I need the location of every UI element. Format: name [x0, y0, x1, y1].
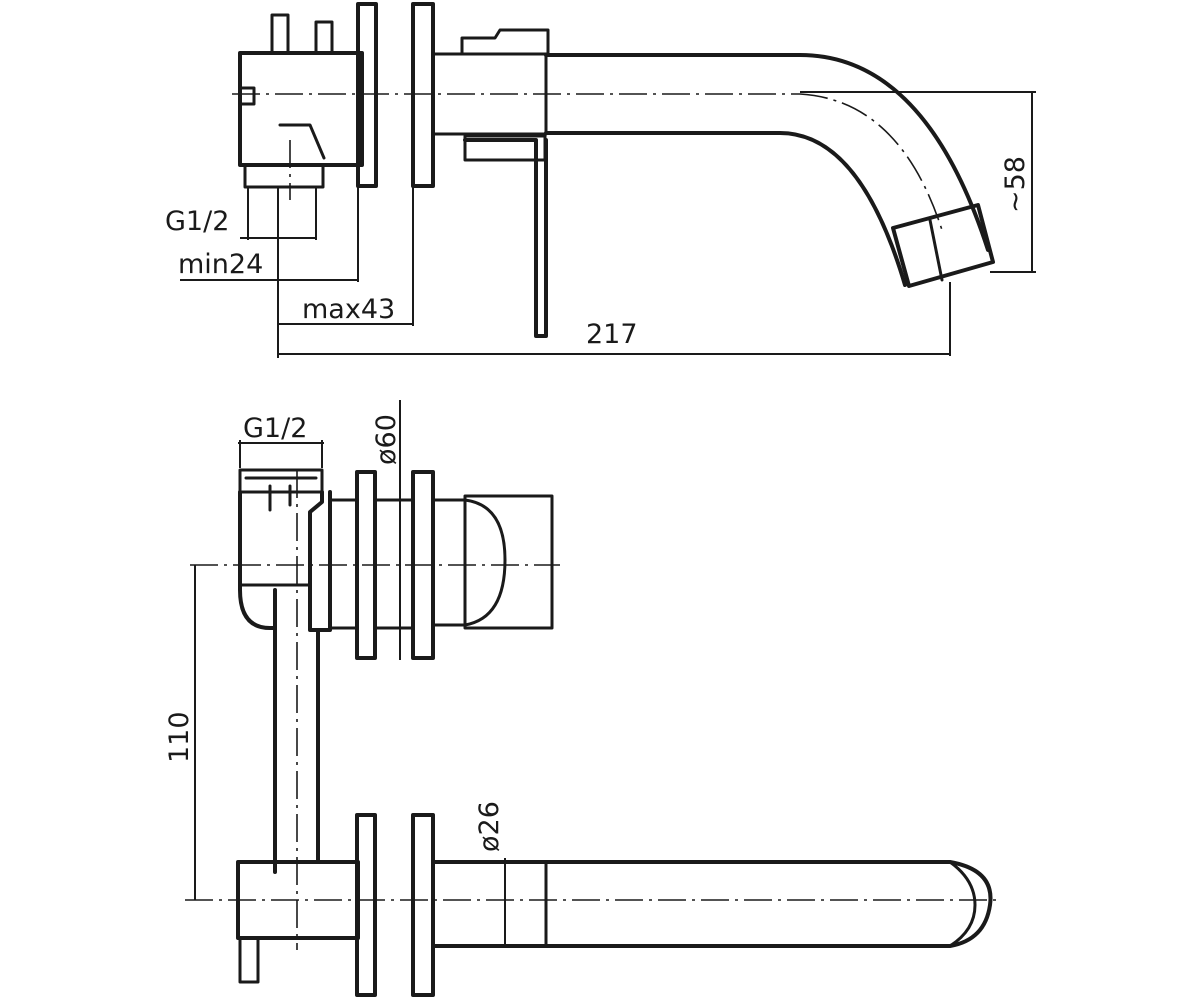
- lever-housing: [460, 28, 550, 56]
- body-block-left: [238, 490, 277, 630]
- dim-d60: ø60: [371, 414, 402, 465]
- wall-flange-inner: [356, 2, 378, 188]
- bottom-dimensions: G1/2 ø60 110 ø26: [164, 400, 506, 946]
- valve-stub-left: [270, 13, 290, 55]
- dim-d26: ø26: [474, 801, 505, 852]
- spout-outer-curve: [544, 53, 990, 252]
- spout-tip: [891, 203, 995, 288]
- inlet-thread-cap: [238, 468, 324, 494]
- housing-dome: [431, 498, 507, 627]
- dim-110: 110: [164, 711, 195, 763]
- lever-base: [463, 134, 547, 162]
- straight-spout: [431, 860, 993, 948]
- curved-spout: [544, 53, 995, 288]
- lever-block: [463, 494, 554, 630]
- centerline-spout: [799, 93, 943, 231]
- upper-mixer-body: [238, 468, 554, 660]
- dim-58: ~58: [1000, 156, 1031, 213]
- housing-mid: [373, 498, 415, 630]
- bottom-view: G1/2 ø60 110 ø26: [164, 400, 1000, 997]
- top-view: G1/2 min24 max43 217 ~58: [165, 2, 1036, 358]
- vertical-pipe: [273, 588, 320, 874]
- body-block-right: [308, 490, 332, 632]
- cartridge-body: [238, 51, 364, 167]
- spout-inner-curve: [544, 131, 907, 287]
- dim-max43: max43: [302, 294, 395, 325]
- dim-g12-top: G1/2: [165, 206, 229, 237]
- mixer-body: [238, 2, 550, 338]
- dim-217: 217: [586, 319, 638, 350]
- valve-stub-right: [314, 20, 334, 55]
- spout-block-stub: [238, 936, 260, 984]
- spout-tip-divider: [928, 218, 944, 282]
- housing-left: [328, 498, 359, 630]
- dim-min24: min24: [178, 249, 263, 280]
- dim-g12-bottom: G1/2: [243, 413, 307, 444]
- top-dimensions: G1/2 min24 max43 217 ~58: [165, 91, 1036, 358]
- spout-flange-outer: [411, 813, 435, 997]
- lower-spout-body: [236, 813, 993, 997]
- body-notch: [238, 86, 256, 106]
- thread-stub: [243, 163, 325, 189]
- thread-stub-edge: [278, 123, 326, 160]
- spout-end-cap: [948, 860, 977, 948]
- lever-handle: [463, 138, 548, 338]
- wall-flange-outer: [411, 2, 435, 188]
- spout-flange-inner: [355, 813, 377, 997]
